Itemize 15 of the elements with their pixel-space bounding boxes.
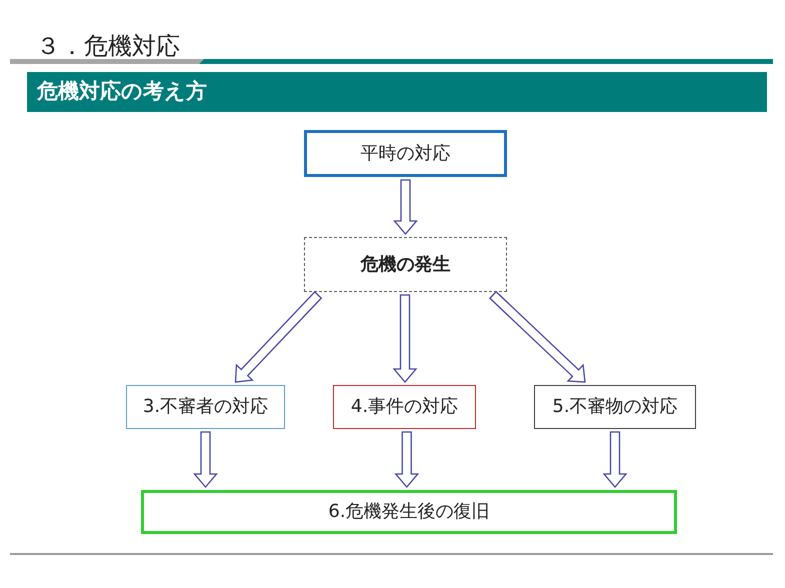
block-arrow — [393, 179, 418, 235]
process-box: 4.事件の対応 — [333, 385, 476, 429]
slide-title: ３．危機対応 — [36, 33, 180, 60]
process-box: 平時の対応 — [304, 130, 507, 177]
process-box: 5.不審物の対応 — [534, 385, 696, 429]
block-arrow — [489, 290, 586, 383]
block-arrow — [234, 290, 322, 383]
block-arrow — [394, 431, 420, 488]
process-box: 6.危機発生後の復旧 — [141, 490, 677, 534]
block-arrow — [392, 294, 418, 383]
heading-band: 危機対応の考え方 — [27, 72, 767, 112]
event-box: 危機の発生 — [304, 237, 507, 292]
process-box: 3.不審者の対応 — [126, 385, 285, 429]
block-arrow — [602, 431, 628, 488]
block-arrow — [193, 431, 218, 488]
